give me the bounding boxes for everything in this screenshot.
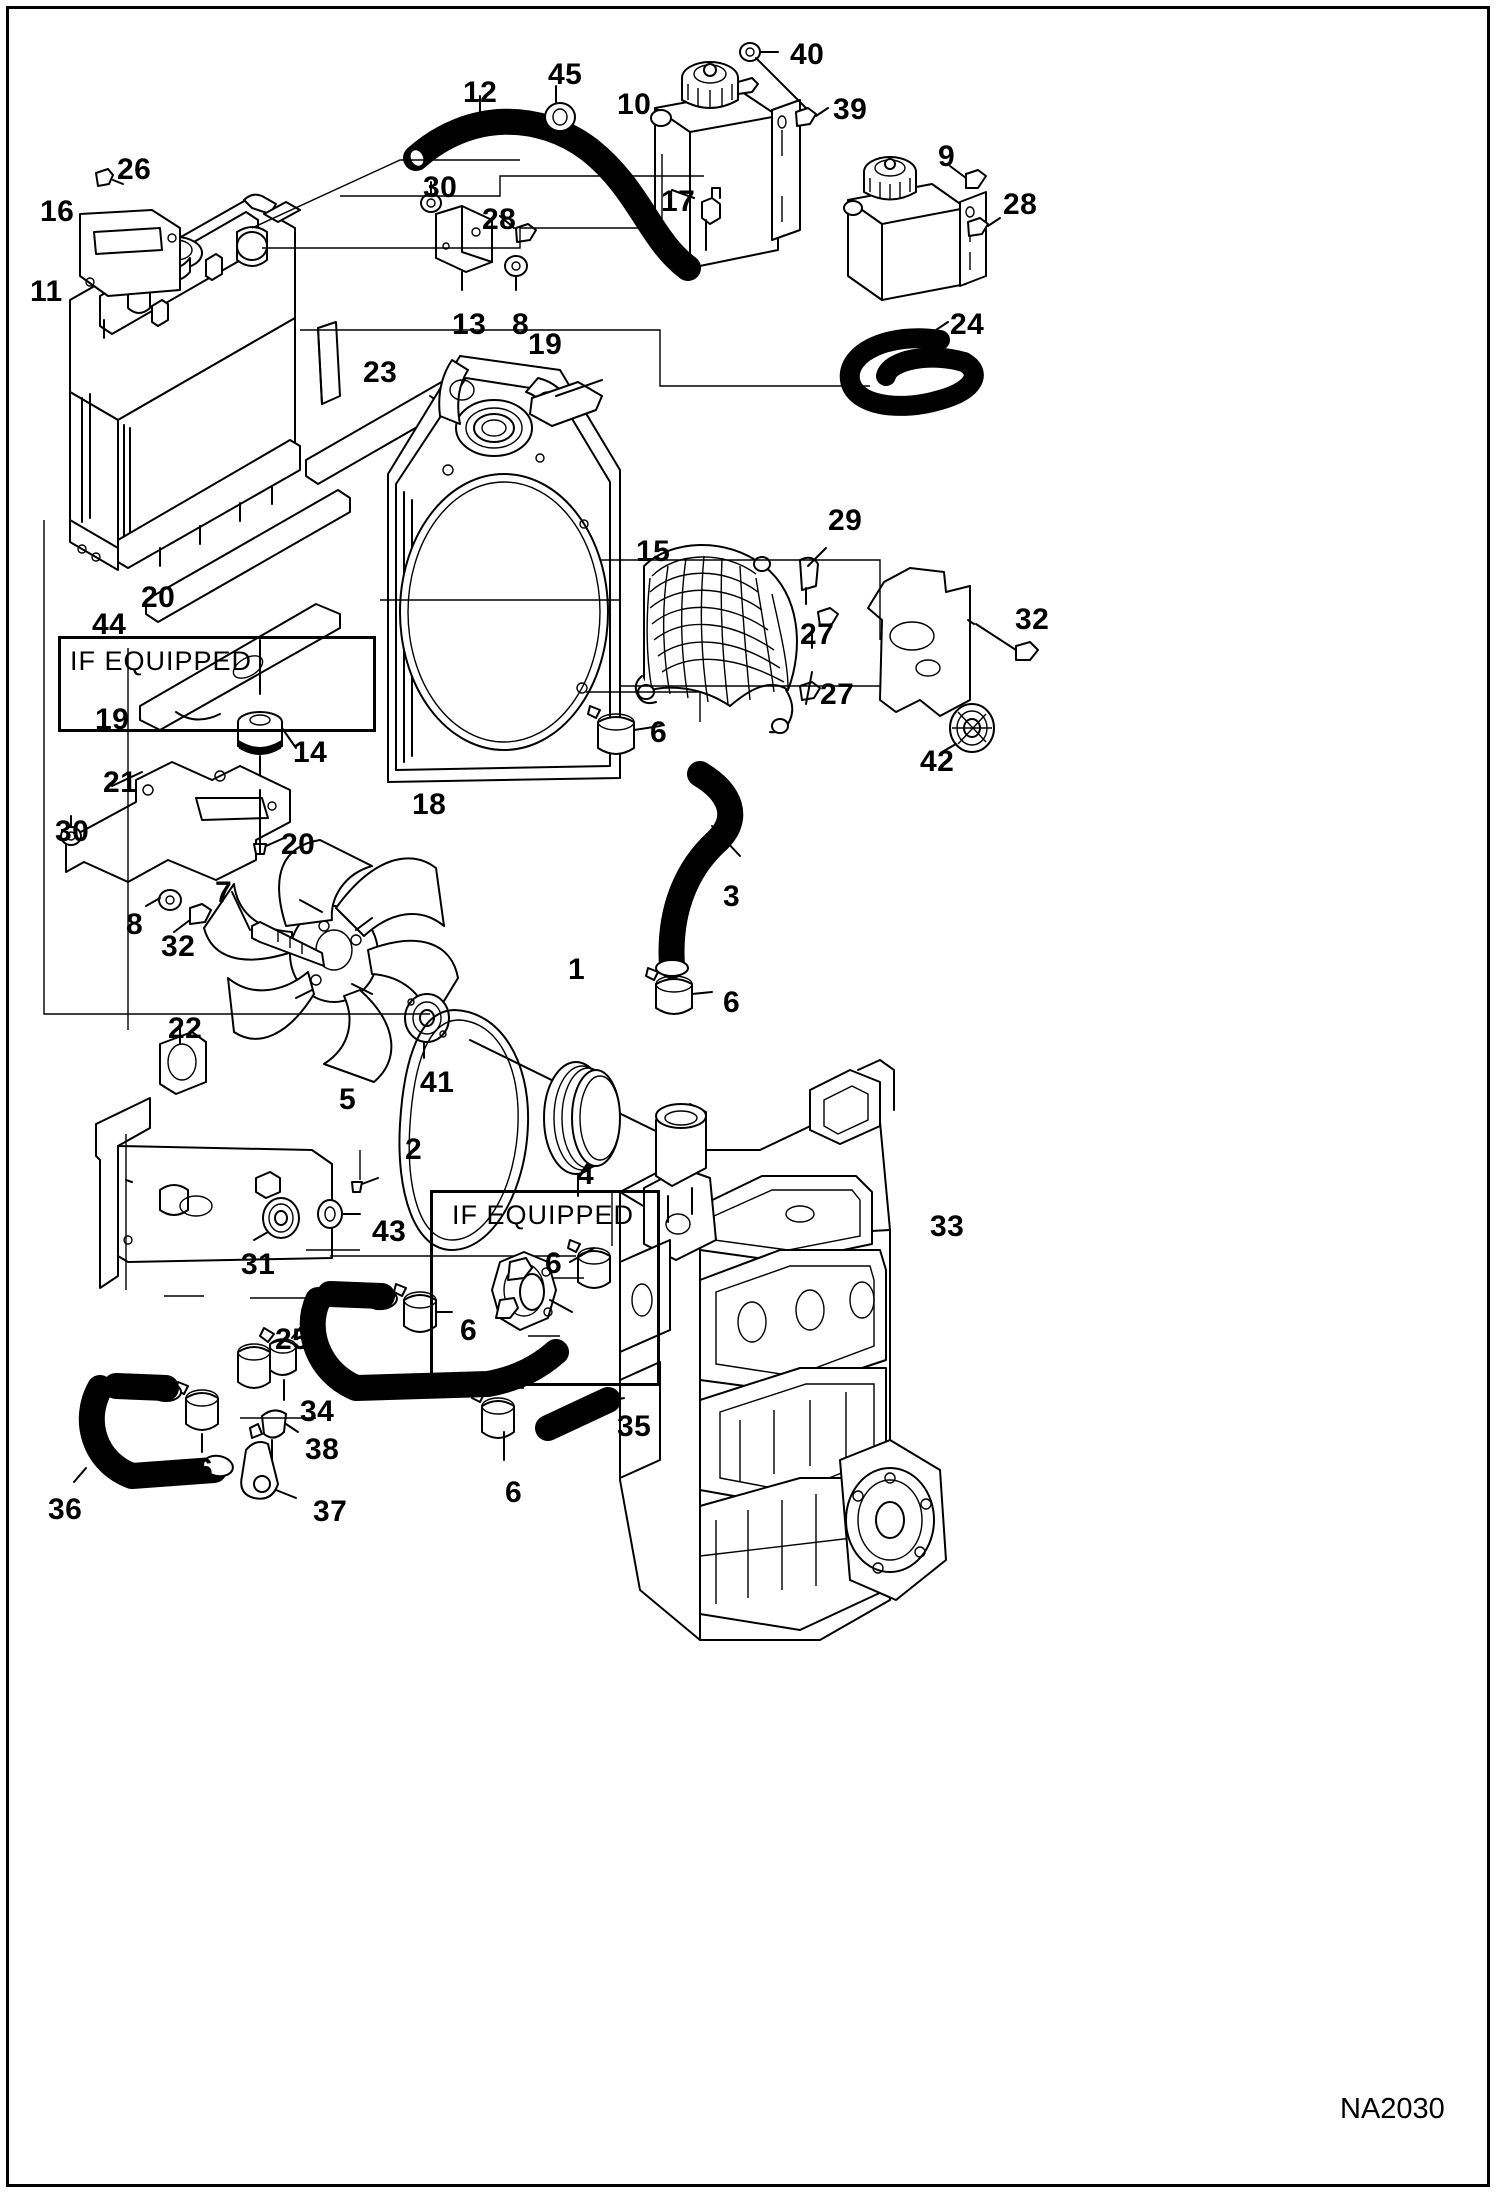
callout-bracket-37: 37 bbox=[313, 1495, 348, 1528]
callout-clamp-6: 6 bbox=[505, 1476, 523, 1509]
callout-rivet-20: 20 bbox=[281, 828, 316, 861]
callout-hose-overflow-12: 12 bbox=[463, 76, 498, 109]
callout-nut-40: 40 bbox=[790, 38, 825, 71]
callout-fan-screen-15: 15 bbox=[636, 535, 671, 568]
callout-grommet-45: 45 bbox=[548, 58, 583, 91]
callout-pin-32: 32 bbox=[161, 930, 196, 963]
callout-fitting-34: 34 bbox=[300, 1395, 335, 1428]
callout-bolt-28: 28 bbox=[1003, 188, 1038, 221]
drawing-number: NA2030 bbox=[1340, 2093, 1445, 2125]
callout-washer-8: 8 bbox=[512, 308, 530, 341]
callout-fan-blade-5: 5 bbox=[339, 1083, 357, 1116]
callout-rivet-20: 20 bbox=[141, 581, 176, 614]
callout-clamp-6: 6 bbox=[196, 1453, 214, 1486]
callout-clamp-6: 6 bbox=[723, 986, 741, 1019]
if-equipped-label-left: IF EQUIPPED bbox=[70, 646, 253, 676]
callout-hose-short-35: 35 bbox=[617, 1410, 652, 1443]
callout-nut-30: 30 bbox=[423, 171, 458, 204]
callout-clamp-6: 6 bbox=[460, 1314, 478, 1347]
callout-clip-27: 27 bbox=[820, 678, 855, 711]
if-equipped-box-center bbox=[430, 1190, 660, 1386]
callout-bearing-31: 31 bbox=[241, 1248, 276, 1281]
callout-radiator-11: 11 bbox=[30, 275, 63, 308]
callout-fan-hub-1: 1 bbox=[568, 953, 586, 986]
callout-isolator-strip-19: 19 bbox=[528, 328, 563, 361]
callout-hose-bulk-24: 24 bbox=[950, 308, 985, 341]
callout-hose-lower-25: 25 bbox=[275, 1323, 310, 1356]
callout-clamp-6: 6 bbox=[545, 1247, 563, 1280]
if-equipped-label-center: IF EQUIPPED bbox=[452, 1200, 635, 1230]
callout-bushing-43: 43 bbox=[372, 1215, 407, 1248]
callout-fan-shroud-18: 18 bbox=[412, 788, 447, 821]
callout-belt-2: 2 bbox=[405, 1133, 423, 1166]
callout-washer-8: 8 bbox=[126, 908, 144, 941]
callout-seal-23: 23 bbox=[363, 356, 398, 389]
if-equipped-box-left bbox=[58, 636, 376, 732]
callout-engine-33: 33 bbox=[930, 1210, 965, 1243]
callout-isolator-strip-19: 19 bbox=[95, 703, 130, 736]
callout-hose-upper-3: 3 bbox=[723, 880, 741, 913]
callout-bolt-7: 7 bbox=[215, 876, 233, 909]
callout-bracket-13: 13 bbox=[452, 308, 487, 341]
callout-bracket-21: 21 bbox=[103, 766, 138, 799]
callout-bracket-16: 16 bbox=[40, 195, 75, 228]
callout-clip-38: 38 bbox=[305, 1433, 340, 1466]
callout-mount-14: 14 bbox=[293, 736, 328, 769]
callout-hose-bypass-36: 36 bbox=[48, 1493, 83, 1526]
callout-spacer-41: 41 bbox=[420, 1066, 455, 1099]
callout-seal-44: 44 bbox=[92, 608, 127, 641]
callout-pulley-42: 42 bbox=[920, 745, 955, 778]
callout-bolt-39: 39 bbox=[833, 93, 868, 126]
callout-coolant-reservoir-lower-9: 9 bbox=[938, 140, 956, 173]
callout-nut-30: 30 bbox=[55, 815, 90, 848]
callout-spacer-22: 22 bbox=[168, 1012, 203, 1045]
callout-bolt-28: 28 bbox=[482, 203, 517, 236]
callout-pulley-4: 4 bbox=[577, 1158, 595, 1191]
callout-fitting-17: 17 bbox=[661, 185, 696, 218]
callout-coolant-reservoir-upper-10: 10 bbox=[617, 88, 652, 121]
callout-clamp-6: 6 bbox=[650, 716, 668, 749]
callout-screw-26: 26 bbox=[117, 153, 152, 186]
callout-clip-27: 27 bbox=[800, 618, 835, 651]
callout-clip-29: 29 bbox=[828, 504, 863, 537]
drawing-border bbox=[6, 6, 1490, 2187]
callout-pin-32: 32 bbox=[1015, 603, 1050, 636]
